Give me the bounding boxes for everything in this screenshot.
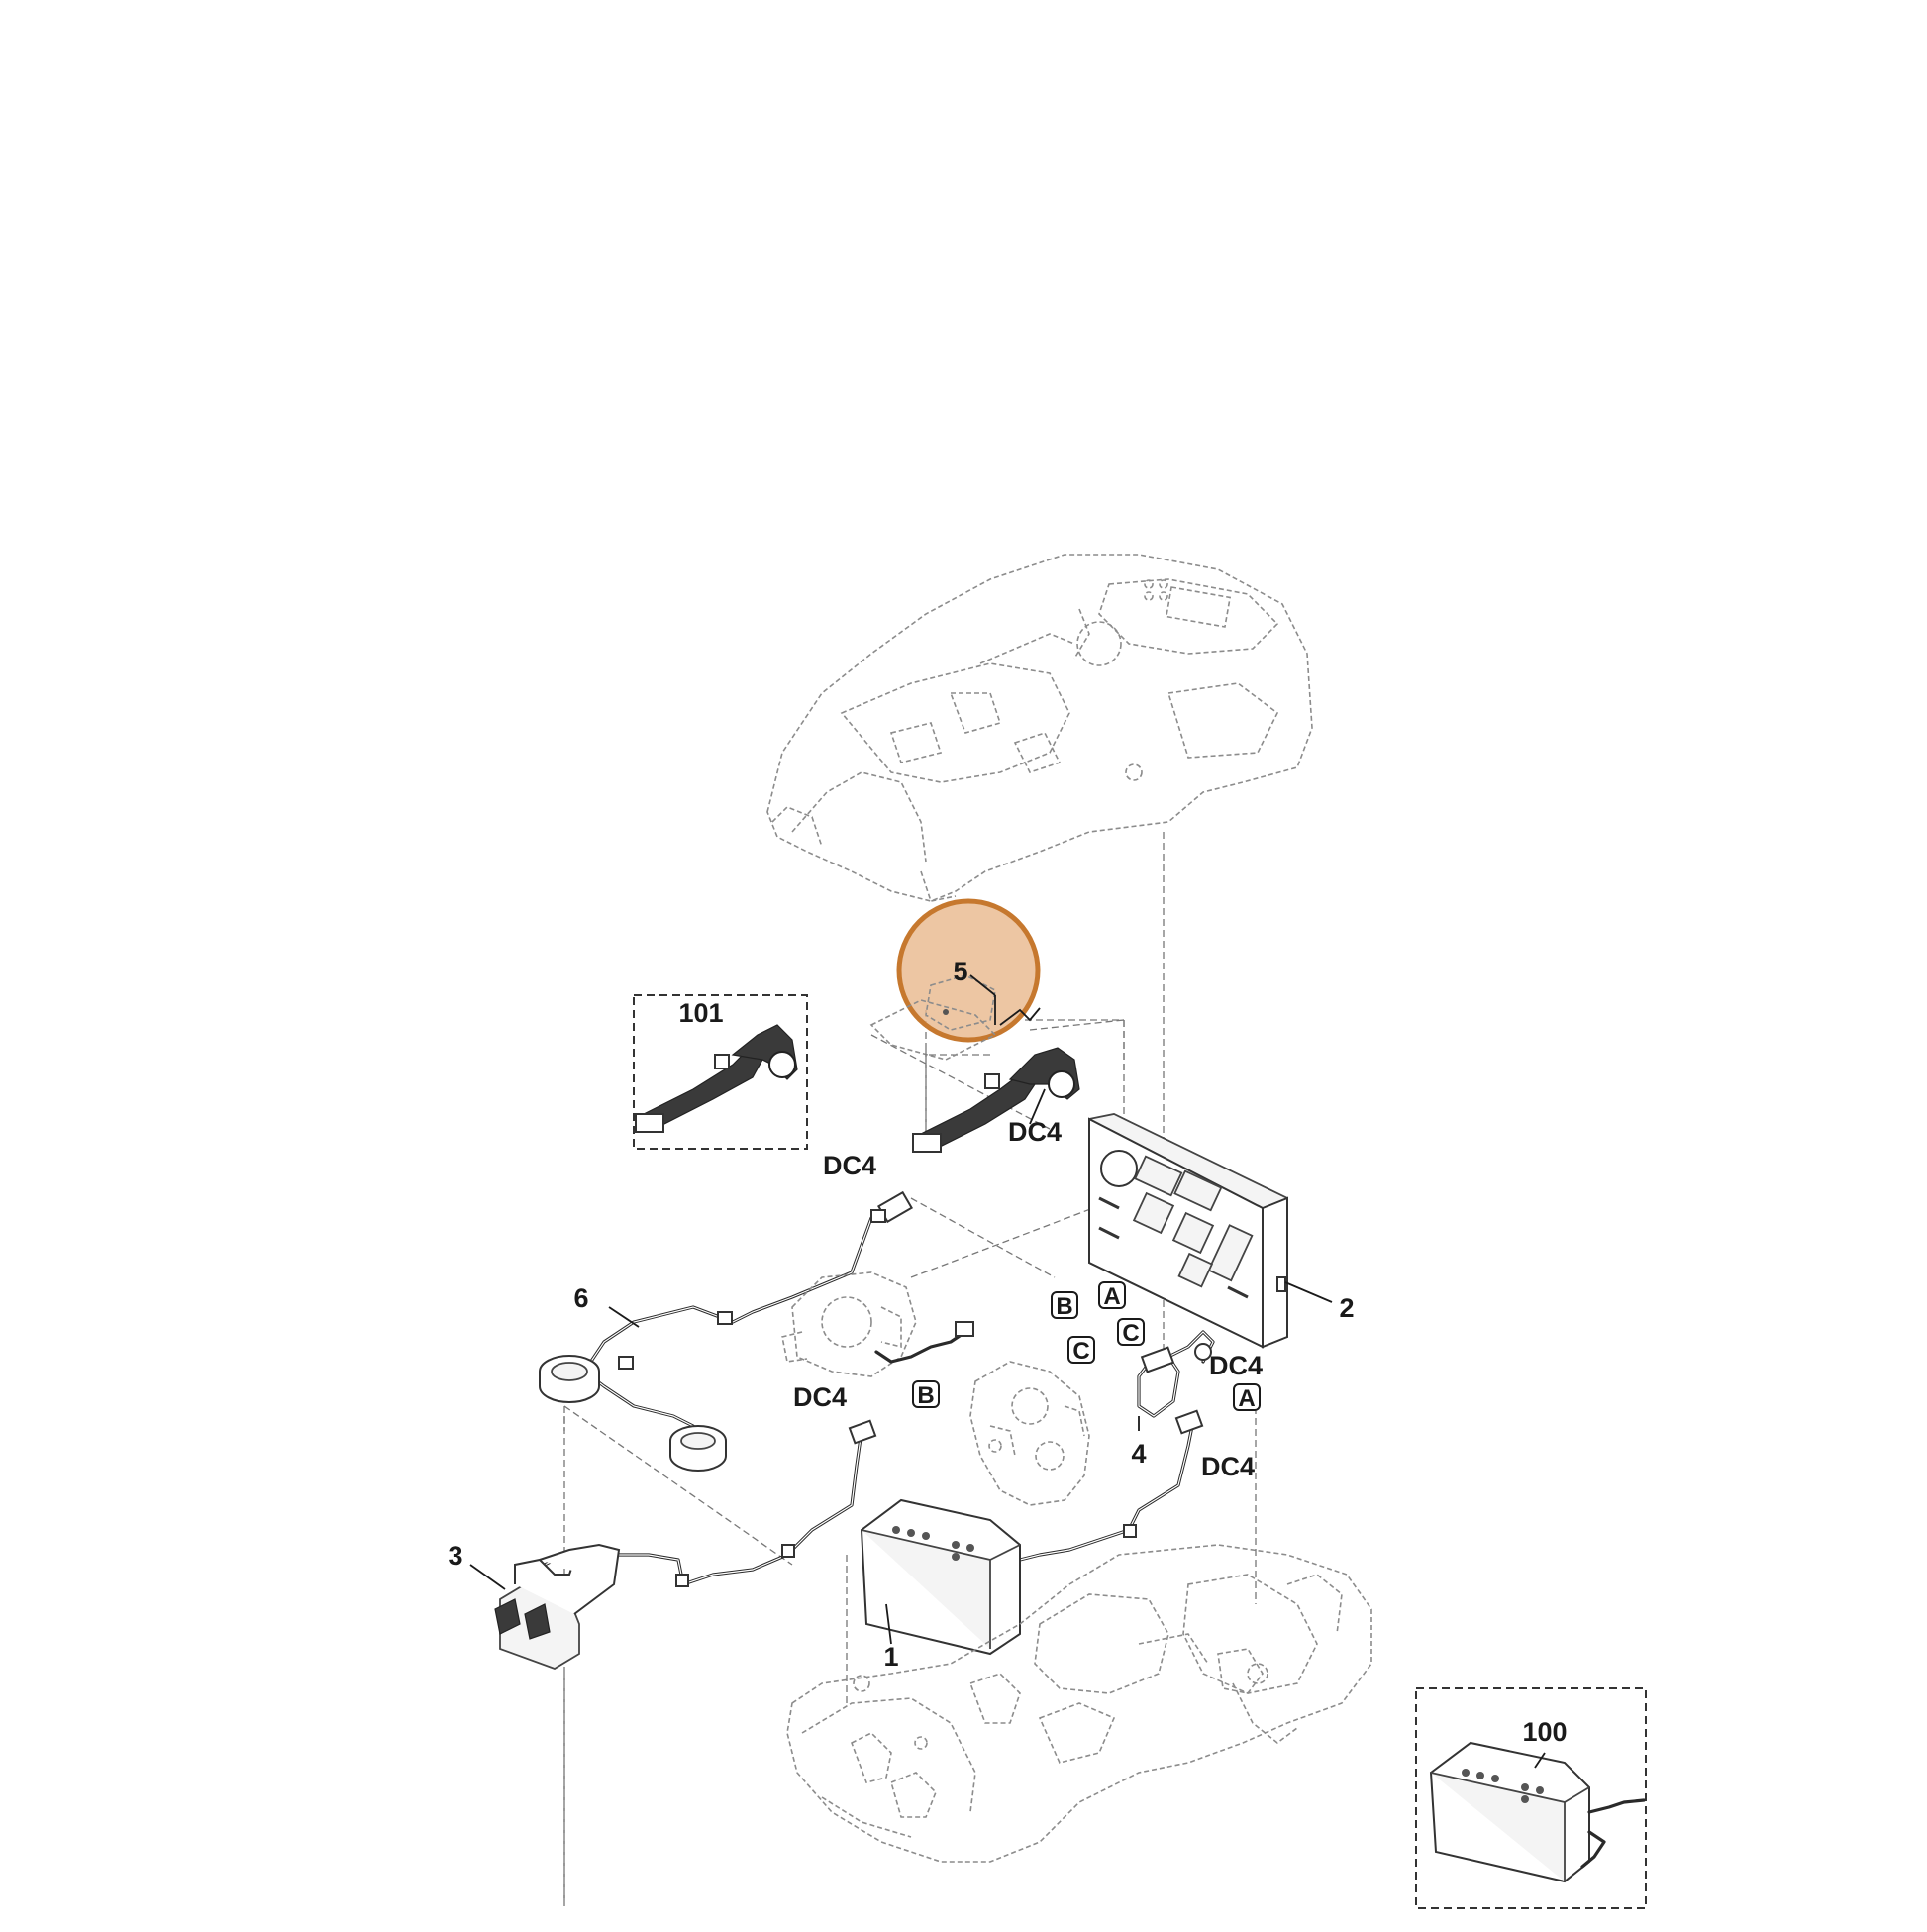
label-dc4-mid-cable: DC4 bbox=[793, 1382, 847, 1412]
label-dc4-upper-cable: DC4 bbox=[823, 1151, 876, 1180]
motor-assembly-left bbox=[781, 1271, 974, 1377]
label-part-100: 100 bbox=[1522, 1717, 1567, 1747]
box-label-a-cable: A bbox=[1233, 1383, 1261, 1412]
label-part-3: 3 bbox=[448, 1541, 462, 1571]
part-number-labels: 5 101 2 6 4 3 1 100 bbox=[448, 957, 1567, 1747]
highlight-circle[interactable] bbox=[896, 898, 1041, 1043]
label-part-5: 5 bbox=[953, 957, 967, 986]
box-label-b-cable: B bbox=[912, 1380, 940, 1409]
part-1-battery[interactable] bbox=[860, 1498, 1021, 1656]
svg-text:C: C bbox=[1122, 1320, 1139, 1347]
box-label-b-board: B bbox=[1051, 1291, 1078, 1320]
connector-labels: DC4 DC4 DC4 DC4 DC4 bbox=[793, 1117, 1263, 1481]
svg-text:A: A bbox=[1103, 1283, 1120, 1310]
part-6-wire-harness[interactable] bbox=[539, 1190, 913, 1472]
part-100-battery[interactable] bbox=[1429, 1741, 1646, 1883]
part-100-frame bbox=[1415, 1687, 1647, 1909]
upper-housing bbox=[766, 554, 1313, 902]
part-101-frame bbox=[633, 994, 808, 1150]
label-part-6: 6 bbox=[573, 1283, 588, 1313]
svg-text:B: B bbox=[1056, 1293, 1072, 1320]
lower-housing bbox=[786, 1544, 1372, 1863]
label-part-4: 4 bbox=[1131, 1439, 1146, 1469]
box-label-c-motor: C bbox=[1067, 1336, 1095, 1365]
boxed-letter-labels: B A C C B A bbox=[912, 1281, 1261, 1412]
dc4-ribbon-cable[interactable] bbox=[912, 1019, 1125, 1153]
svg-text:C: C bbox=[1072, 1338, 1089, 1365]
part-4-loop-cable[interactable] bbox=[1137, 1330, 1215, 1431]
label-dc4-right-cable: DC4 bbox=[1201, 1452, 1255, 1481]
guide-lines bbox=[563, 832, 1257, 1906]
cable-a-to-battery[interactable] bbox=[1018, 1409, 1204, 1562]
label-part-1: 1 bbox=[883, 1642, 898, 1672]
label-dc4-loop: DC4 bbox=[1209, 1351, 1263, 1380]
box-label-a-board: A bbox=[1098, 1281, 1126, 1310]
box-label-c-board: C bbox=[1117, 1318, 1145, 1347]
part-5-sensor[interactable] bbox=[869, 974, 1041, 1139]
part-2-control-board[interactable] bbox=[1088, 1113, 1333, 1349]
part-3-switch-block[interactable] bbox=[469, 1543, 621, 1906]
label-dc4-harness-top: DC4 bbox=[1008, 1117, 1062, 1147]
svg-text:A: A bbox=[1238, 1385, 1255, 1412]
svg-text:B: B bbox=[917, 1382, 934, 1409]
label-part-101: 101 bbox=[678, 998, 723, 1028]
label-part-2: 2 bbox=[1339, 1293, 1354, 1323]
motor-assembly-center bbox=[969, 1361, 1090, 1506]
part-101-ribbon-cable[interactable] bbox=[635, 1024, 798, 1133]
